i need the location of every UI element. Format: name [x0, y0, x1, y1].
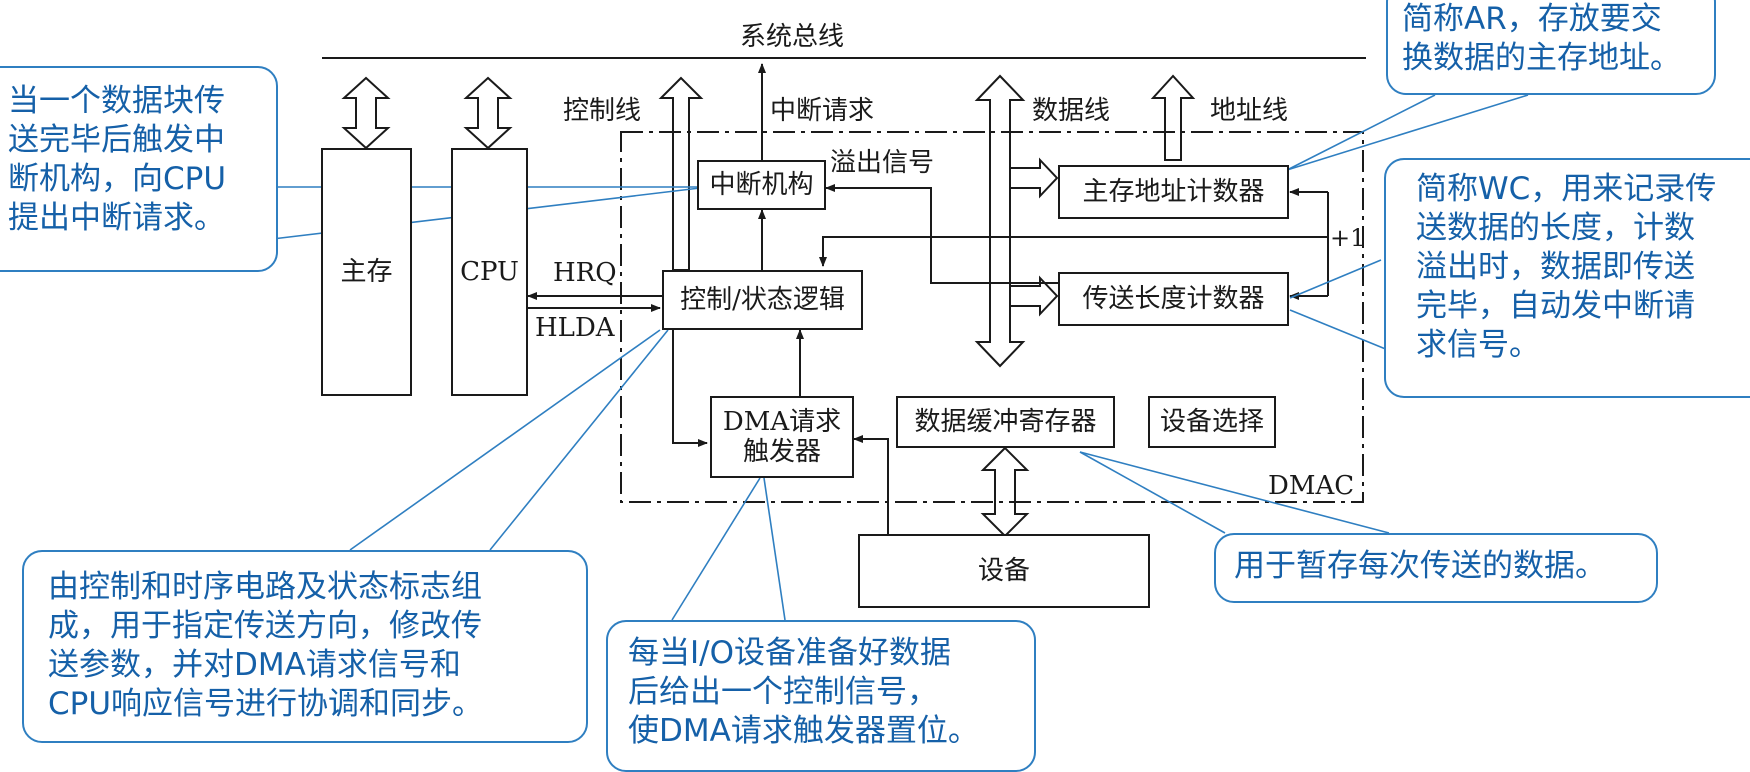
- memory-bus-arrow: [341, 76, 391, 150]
- dma-trigger-box: DMA请求 触发器: [710, 396, 854, 478]
- device-box: 设备: [858, 534, 1150, 608]
- logic-leader-line: [349, 329, 661, 551]
- buffer-leader-line: [1079, 451, 1226, 534]
- overflow-signal-label: 溢出信号: [830, 148, 935, 178]
- cpu-box: CPU: [451, 148, 528, 396]
- trigger-leader-line-2: [763, 477, 786, 621]
- wc-callout: 简称WC，用来记录传 送数据的长度，计数 溢出时，数据即传送 完毕，自动发中断请…: [1384, 158, 1750, 398]
- overflow-signal-arrow: [825, 184, 1060, 284]
- device-select-box: 设备选择: [1148, 396, 1276, 448]
- hrq-label: HRQ: [553, 258, 617, 288]
- interrupt-request-label: 中断请求: [770, 96, 875, 126]
- buffer-leader-line-2: [1079, 451, 1390, 534]
- interrupt-unit-label: 中断机构: [709, 170, 814, 200]
- address-line-arrow: [1150, 74, 1196, 161]
- cpu-bus-arrow: [463, 76, 513, 150]
- dmac-boundary: [620, 131, 1364, 503]
- ar-leader-line: [1286, 94, 1436, 171]
- length-counter-box: 传送长度计数器: [1058, 272, 1289, 326]
- plus-one-feedback-arrow: [819, 236, 1328, 267]
- data-line-arrow: [974, 74, 1026, 368]
- system-bus-label: 系统总线: [740, 22, 845, 52]
- data-line-label: 数据线: [1032, 96, 1111, 126]
- dma-trigger-label-2: 触发器: [742, 437, 821, 467]
- interrupt-callout: 当一个数据块传 送完毕后触发中 断机构，向CPU 提出中断请求。: [0, 66, 278, 272]
- to-address-counter-arrow: [1010, 157, 1059, 199]
- dmac-label: DMAC: [1268, 471, 1355, 501]
- interrupt-unit-box: 中断机构: [697, 160, 826, 210]
- plus-one-label: +1: [1330, 224, 1366, 252]
- ar-callout: 简称AR，存放要交 换数据的主存地址。: [1386, 0, 1716, 95]
- hlda-label: HLDA: [535, 313, 615, 343]
- main-memory-box: 主存: [321, 148, 412, 396]
- control-line-label: 控制线: [563, 96, 642, 126]
- main-memory-label: 主存: [340, 257, 393, 287]
- device-to-trigger-arrow: [853, 435, 889, 534]
- control-line-arrow: [658, 76, 704, 271]
- dma-trigger-callout: 每当I/O设备准备好数据 后给出一个控制信号， 使DMA请求触发器置位。: [606, 620, 1036, 772]
- length-counter-label: 传送长度计数器: [1082, 284, 1265, 314]
- ar-leader-line-2: [1286, 94, 1529, 171]
- dma-trigger-label-1: DMA请求: [722, 407, 842, 437]
- cpu-label: CPU: [460, 257, 519, 287]
- buffer-callout: 用于暂存每次传送的数据。: [1214, 533, 1658, 603]
- data-buffer-box: 数据缓冲寄存器: [896, 396, 1115, 448]
- to-length-counter-arrow: [1010, 275, 1059, 317]
- device-select-label: 设备选择: [1159, 407, 1264, 437]
- control-logic-label: 控制/状态逻辑: [680, 285, 845, 315]
- device-label: 设备: [977, 556, 1030, 586]
- address-counter-box: 主存地址计数器: [1058, 165, 1289, 219]
- address-line-label: 地址线: [1210, 96, 1289, 126]
- control-logic-callout: 由控制和时序电路及状态标志组 成，用于指定传送方向，修改传 送参数，并对DMA请…: [22, 550, 588, 743]
- trigger-leader-line: [671, 477, 761, 621]
- wc-leader-line-2: [1289, 309, 1389, 351]
- wc-leader-line: [1289, 259, 1382, 299]
- data-buffer-label: 数据缓冲寄存器: [914, 407, 1097, 437]
- buffer-device-arrow: [980, 446, 1030, 538]
- address-counter-label: 主存地址计数器: [1082, 177, 1265, 207]
- control-logic-box: 控制/状态逻辑: [662, 270, 863, 330]
- logic-leader-line-2: [489, 329, 669, 551]
